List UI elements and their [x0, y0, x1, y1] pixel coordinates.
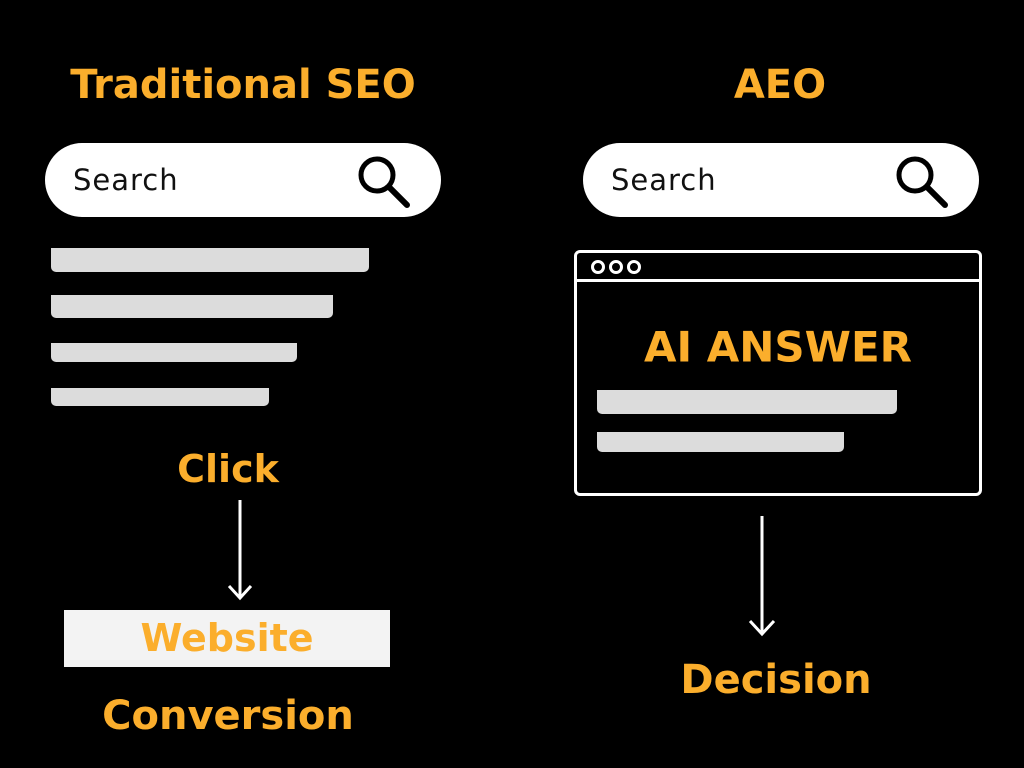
- window-header-divider: [577, 279, 979, 282]
- website-box: [64, 610, 390, 667]
- aeo-title: AEO: [733, 62, 827, 108]
- left-search-bar[interactable]: Search: [45, 143, 441, 217]
- magnifier-icon: [896, 156, 948, 208]
- ai-answer-heading: AI ANSWER: [643, 322, 913, 372]
- window-dot-icon: [609, 260, 623, 274]
- traditional-seo-title: Traditional SEO: [70, 62, 416, 108]
- click-label: Click: [177, 447, 279, 491]
- arrow-down-icon: [748, 516, 776, 637]
- search-placeholder: Search: [611, 163, 717, 197]
- answer-text-bar: [597, 432, 844, 452]
- right-search-bar[interactable]: Search: [583, 143, 979, 217]
- arrow-down-icon: [227, 500, 253, 601]
- magnifier-icon: [358, 156, 410, 208]
- window-dot-icon: [627, 260, 641, 274]
- search-result-bar: [51, 343, 297, 362]
- search-result-bar: [51, 388, 269, 406]
- search-placeholder: Search: [73, 163, 179, 197]
- window-dot-icon: [591, 260, 605, 274]
- conversion-label: Conversion: [102, 693, 354, 739]
- search-result-bar: [51, 248, 369, 272]
- answer-text-bar: [597, 390, 897, 414]
- website-label: Website: [140, 616, 314, 660]
- ai-answer-window: [574, 250, 982, 496]
- decision-label: Decision: [680, 657, 872, 703]
- search-result-bar: [51, 295, 333, 318]
